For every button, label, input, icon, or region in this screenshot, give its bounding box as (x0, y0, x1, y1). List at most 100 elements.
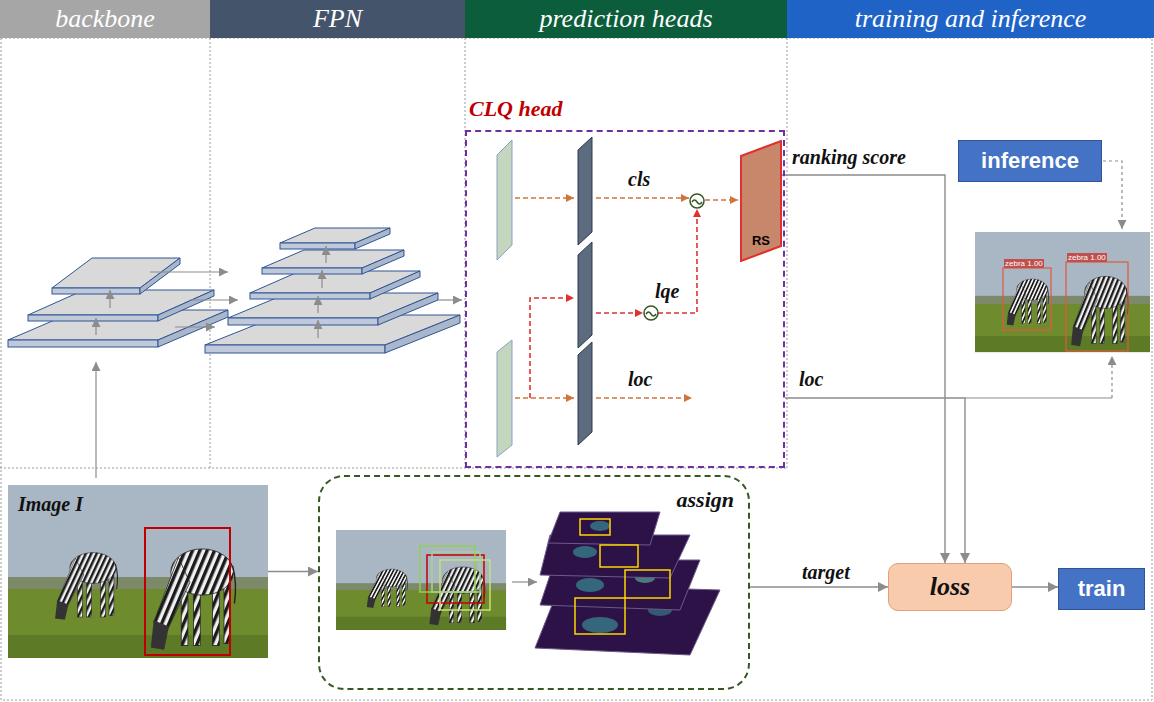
to-head-arrow (438, 299, 462, 300)
connector-label: ranking score (790, 146, 908, 169)
input-image-box: Image I (8, 485, 268, 658)
node-text: CLQ head (469, 96, 563, 122)
flow-arrow (705, 199, 738, 201)
slab-side (362, 250, 404, 274)
fusion-circle (644, 306, 658, 320)
assign-illustration (336, 512, 720, 655)
heat-blob (573, 546, 597, 558)
loss-box: loss (888, 563, 1012, 611)
node-text: train (1078, 576, 1126, 602)
branch-label: loc (628, 368, 652, 391)
slab-front (205, 345, 385, 353)
flow-arrow (596, 312, 643, 314)
up-arrow (321, 270, 322, 288)
loc-line (965, 397, 1112, 398)
lateral-arrow (175, 326, 215, 327)
fpn-arrows (318, 246, 462, 338)
fpn-pyramid (205, 228, 460, 353)
lateral-arrow (190, 299, 238, 300)
slab-front (250, 293, 370, 299)
heat-blob (590, 521, 610, 531)
node-text: training and inference (855, 4, 1087, 34)
up-arrow (317, 296, 318, 313)
lateral-arrow (150, 271, 228, 272)
anchor-box (432, 552, 480, 592)
slab-front (280, 243, 355, 249)
node-text: inference (981, 148, 1079, 174)
detection-box (1003, 268, 1051, 330)
slab-top (228, 293, 438, 318)
panel-shape (741, 141, 781, 261)
flow-arrow (515, 197, 574, 199)
slab-front (28, 315, 158, 321)
backbone-arrows (96, 272, 238, 335)
fusion-circle (690, 194, 704, 208)
connector (268, 571, 318, 572)
column-divider (210, 38, 211, 468)
multiply-symbols (644, 194, 704, 320)
flow-arrow (596, 197, 689, 199)
anchor-box (440, 560, 490, 610)
up-arrow (109, 290, 110, 308)
flow-arrow (530, 298, 574, 398)
up-arrow (317, 320, 318, 338)
slab-side (355, 228, 390, 249)
section-band: backbone (0, 0, 210, 38)
detection-label: zebra 1.00 (1067, 253, 1107, 262)
assigned-box (600, 545, 638, 567)
feature-panel (497, 140, 512, 260)
detection-box (1066, 262, 1128, 351)
slab-side (385, 315, 460, 353)
section-band: training and inference (787, 0, 1154, 38)
node-text: loss (930, 572, 970, 602)
section-band: prediction heads (465, 0, 787, 38)
slab-front (228, 318, 378, 325)
fusion-tilde (646, 312, 656, 316)
heat-blob (576, 578, 604, 592)
dotted-arrow (1111, 356, 1112, 398)
flow-arrow (515, 397, 574, 399)
node-text: RS (740, 233, 782, 248)
fusion-tilde (692, 200, 702, 204)
stage-box: inference (958, 140, 1102, 182)
conv-panel (578, 242, 592, 348)
outer-frame (1, 38, 1152, 700)
input-image (8, 362, 268, 658)
conv-panel (578, 137, 592, 245)
head-flow-red (530, 209, 697, 398)
detection-label: zebra 1.00 (1004, 259, 1044, 268)
dotted-arrow (1103, 161, 1122, 229)
score-panel: RS (740, 140, 782, 262)
head-flow-orange (515, 198, 738, 398)
anchor-box (420, 546, 475, 592)
node-text: assign (677, 487, 734, 513)
ground-truth-box (145, 528, 230, 655)
assign-group: assign (318, 475, 750, 690)
connector (750, 586, 888, 587)
column-divider (787, 38, 788, 468)
stage-box: train (1058, 568, 1145, 610)
photo (8, 485, 268, 658)
assigned-box (580, 519, 610, 535)
output-image (975, 232, 1150, 352)
node-text: Image I (18, 493, 83, 516)
assign-arrow (512, 581, 537, 582)
feature-map (548, 512, 660, 545)
assigned-box (625, 570, 670, 598)
slab-front (262, 268, 362, 274)
conv-panel (578, 342, 592, 445)
input-photo (8, 485, 268, 658)
head-panels (497, 137, 592, 457)
slab-side (370, 271, 420, 299)
slab-front (52, 288, 140, 294)
output-photo (975, 232, 1150, 352)
connector (1012, 586, 1058, 587)
connector (782, 175, 945, 563)
assign-photo (336, 530, 506, 630)
up-arrow (95, 318, 96, 335)
backbone-pyramid (8, 258, 228, 347)
slab-front (8, 340, 158, 347)
up-arrow (325, 246, 326, 263)
photo (975, 232, 1150, 352)
